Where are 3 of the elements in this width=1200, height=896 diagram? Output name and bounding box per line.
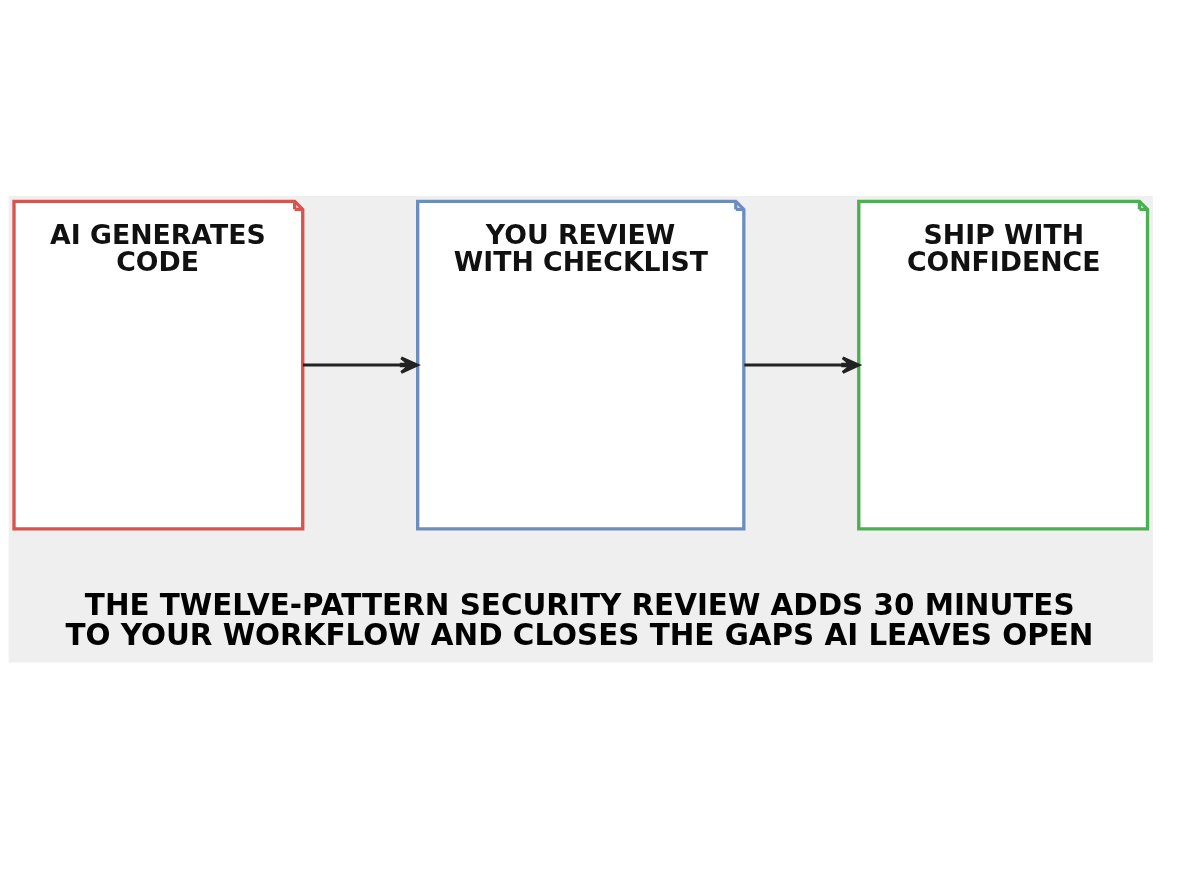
- arrow: [744, 355, 861, 374]
- arrow: [302, 355, 419, 374]
- caption: THE TWELVE-PATTERN SECURITY REVIEW ADDS 30 MINUTES TO YOUR WORKFLOW AND CLOSES THE GAPS AI LEAVES OPEN: [65, 587, 1094, 652]
